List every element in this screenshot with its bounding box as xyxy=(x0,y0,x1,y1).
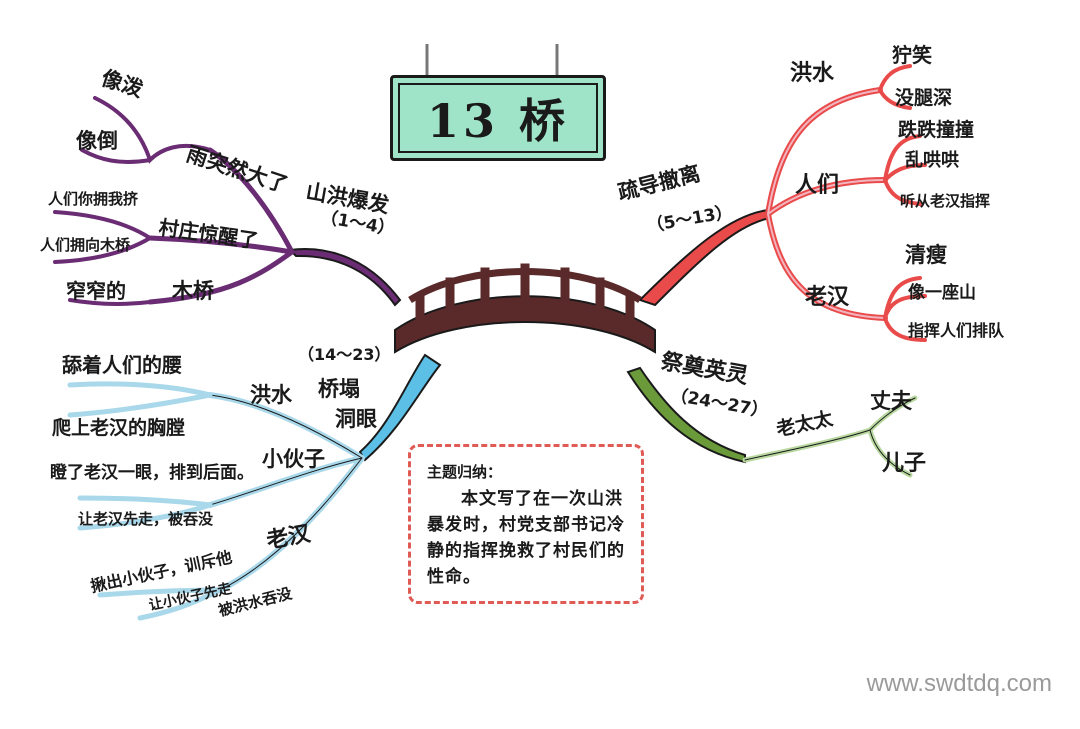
bridge-icon xyxy=(394,263,656,354)
branch-flood-sub3-leaf xyxy=(68,298,152,307)
branch-mourn-sub-a: 丈夫 xyxy=(870,389,913,413)
branch-mourn-label: 祭奠英灵 xyxy=(658,348,750,389)
branch-flood-sub1: 雨突然大了 xyxy=(183,142,290,197)
branch-evacuate-sub-inner xyxy=(767,89,886,319)
branch-collapse-old-leaves xyxy=(97,587,223,621)
watermark: www.swdtdq.com xyxy=(866,670,1052,697)
branch-mourn xyxy=(626,366,918,478)
branch-collapse-old-label: 老汉 xyxy=(264,521,314,554)
branch-mourn-sub-b: 儿子 xyxy=(881,451,926,476)
branch-evacuate-old-b: 像一座山 xyxy=(908,282,976,303)
branch-evacuate-old-a: 清瘦 xyxy=(905,243,947,267)
branch-collapse-flood-leaves xyxy=(67,381,213,418)
branch-evacuate-people-b: 乱哄哄 xyxy=(905,150,959,171)
branch-collapse-flood-b: 爬上老汉的胸膛 xyxy=(51,416,185,439)
branch-evacuate-people-c: 听从老汉指挥 xyxy=(900,192,990,210)
branch-evacuate-people-label: 人们 xyxy=(795,173,839,198)
branch-mourn-range: （24～27） xyxy=(669,384,769,422)
branch-collapse-label2: 洞眼 xyxy=(335,407,377,431)
branch-flood-sub1-b: 像倒 xyxy=(76,129,118,153)
branch-flood-sub2-b: 人们拥向木桥 xyxy=(40,236,131,254)
branch-evacuate-old-c: 指挥人们排队 xyxy=(908,321,1005,340)
branch-collapse-young-leaves xyxy=(77,495,213,531)
branch-evacuate-people-leaves xyxy=(883,134,927,206)
branch-evacuate-flood-leaves xyxy=(878,64,912,110)
branch-flood-sub1-a: 像泼 xyxy=(98,66,146,102)
branch-evacuate-people-a: 跌跌撞撞 xyxy=(898,118,974,141)
branch-evacuate-old-leaves xyxy=(883,276,927,342)
branch-evacuate-label: 疏导撤离 xyxy=(615,161,702,205)
branch-collapse-young-b: 让老汉先走，被吞没 xyxy=(78,510,214,528)
branch-flood-sub1-leaves xyxy=(80,96,212,164)
summary-body: 本文写了在一次山洪暴发时，村党支部书记冷静的指挥挽救了村民们的性命。 xyxy=(427,489,625,587)
branch-mourn-sub-outline xyxy=(744,397,916,476)
branch-flood-sub3: 木桥 xyxy=(171,279,215,303)
branch-evacuate-flood-b: 没腿深 xyxy=(895,86,952,109)
page-title: 13 桥 xyxy=(426,94,570,148)
branch-collapse-young-a: 瞪了老汉一眼，排到后面。 xyxy=(50,462,254,483)
branch-collapse-flood-a: 舔着人们的腰 xyxy=(62,353,182,377)
branch-evacuate-sub xyxy=(765,87,888,321)
branch-collapse-range: （14～23） xyxy=(298,345,391,364)
summary-box: 主题归纳： 本文写了在一次山洪暴发时，村党支部书记冷静的指挥挽救了村民们的性命。 xyxy=(408,444,644,604)
branch-mourn-sub-label: 老太太 xyxy=(774,406,836,441)
branch-flood-sub3-a: 窄窄的 xyxy=(66,279,126,303)
branch-evacuate-flood-label: 洪水 xyxy=(790,61,835,86)
branch-flood-sub2-a: 人们你拥我挤 xyxy=(48,190,139,208)
branch-evacuate-old-label: 老汉 xyxy=(804,285,850,310)
bridge-handrail xyxy=(408,268,642,303)
branch-collapse-label: 桥塌 xyxy=(318,377,360,401)
branch-flood xyxy=(53,96,402,307)
branch-collapse-sub-outline xyxy=(209,394,363,591)
branch-flood-trunk xyxy=(287,248,402,307)
branch-flood-sub2: 村庄惊醒了 xyxy=(157,215,259,253)
bridge-deck xyxy=(394,295,656,354)
summary-heading: 主题归纳： xyxy=(427,463,503,481)
branch-collapse xyxy=(67,353,442,621)
branch-evacuate xyxy=(638,64,927,342)
branch-collapse-young-label: 小伙子 xyxy=(262,447,325,471)
branch-evacuate-flood-a: 狞笑 xyxy=(892,43,932,67)
branch-flood-sub xyxy=(147,147,295,305)
branch-flood-sub2-leaves xyxy=(53,210,152,264)
branch-collapse-flood-label: 洪水 xyxy=(250,383,293,407)
title-sign: 13 桥 xyxy=(390,75,606,161)
